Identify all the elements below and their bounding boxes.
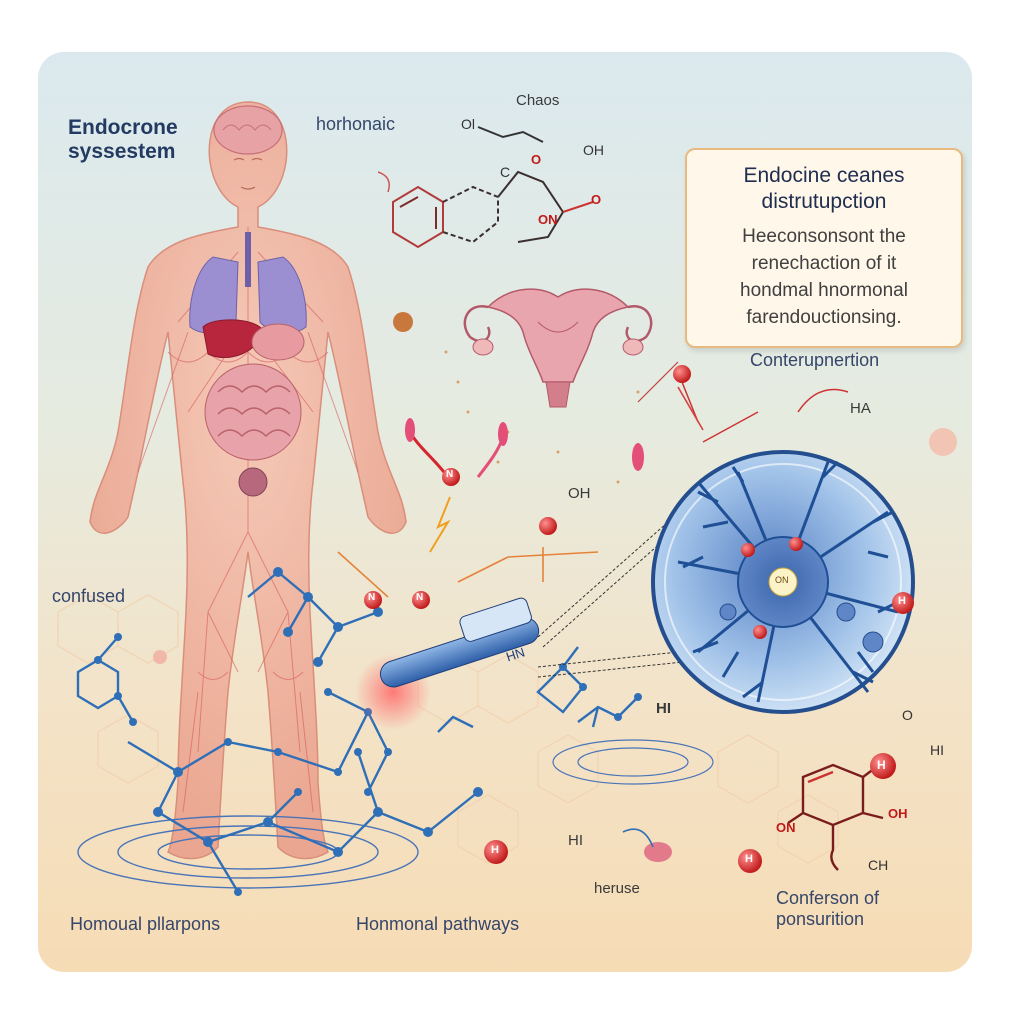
chem-ol-label: O	[591, 192, 602, 207]
floor-rings-mid	[552, 739, 714, 785]
hormone-markers	[337, 341, 849, 598]
conferson-label: Conferson of ponsurition	[776, 888, 880, 929]
chem-o2-label: O	[531, 152, 542, 167]
chemical-structure-bottom	[787, 761, 884, 871]
atom-h-label-2: H	[877, 758, 886, 772]
callout-title-line-1: Endocine ceanes	[743, 164, 905, 187]
molecule-network	[76, 570, 639, 893]
chaos-label: Chaos	[516, 92, 560, 109]
o-right-label: O	[902, 707, 913, 723]
callout-body-line-3: hondmal hnormonal	[740, 280, 908, 301]
callout-body-line-2: renechaction of it	[751, 253, 897, 274]
callout-title-line-2: distrutupction	[761, 190, 887, 213]
endocrine-system-label: Endocrone syssestem	[68, 116, 178, 163]
hi-bottom-label: HI	[568, 832, 583, 849]
atom-h-label-3: H	[491, 844, 499, 856]
atom-n-label-3: N	[446, 469, 454, 480]
homoual-label: Homoual pllarpons	[70, 914, 221, 934]
callout-body-line-4: farendouctionsing.	[746, 307, 902, 328]
floor-rings	[77, 815, 419, 889]
disruption-callout: Endocine ceanes distrutupction Heeconson…	[685, 148, 963, 348]
chem-o-label: Ol	[461, 116, 475, 132]
on-right-label: ON	[776, 820, 796, 835]
oh-right-label: OH	[888, 806, 908, 821]
confused-label: confused	[52, 586, 126, 606]
ch-right-label: CH	[868, 857, 889, 873]
uterus-organ	[463, 288, 653, 408]
ha-label: HA	[850, 400, 871, 417]
atom-h-label-4: H	[745, 853, 753, 865]
hormonaic-label: horhonaic	[316, 114, 396, 134]
conterupnertion-label: Conterupnertion	[750, 350, 880, 370]
probe-device	[355, 521, 684, 730]
callout-body-line-1: Heeconsonsont the	[742, 226, 906, 247]
heruse-label: heruse	[594, 880, 640, 897]
cell-core-label: ON	[775, 575, 789, 585]
atom-n-label-2: N	[416, 592, 424, 603]
hormonal-pathways-label: Honmonal pathways	[356, 914, 520, 934]
diagram-canvas: Endocrone syssestem horhonaic Chaos Ol O…	[38, 52, 972, 972]
oh-mid-label: OH	[568, 485, 591, 502]
chem-on-label: ON	[538, 212, 558, 227]
hi-mid-label: HI	[656, 700, 671, 717]
human-figure	[89, 101, 407, 860]
atom-balls	[364, 365, 914, 873]
chem-oh-top-label: OH	[583, 142, 604, 158]
chemical-structure-top	[377, 126, 594, 249]
atom-n-label-1: N	[368, 592, 376, 603]
molecule-nodes	[94, 567, 642, 896]
particles	[153, 312, 957, 664]
endocrine-illustration	[57, 101, 957, 896]
magnified-cell	[651, 450, 915, 714]
atom-h-label-1: H	[898, 595, 906, 607]
chem-c-label: C	[500, 164, 511, 180]
hex-grid	[57, 594, 839, 864]
hi-right-label: HI	[930, 742, 944, 758]
